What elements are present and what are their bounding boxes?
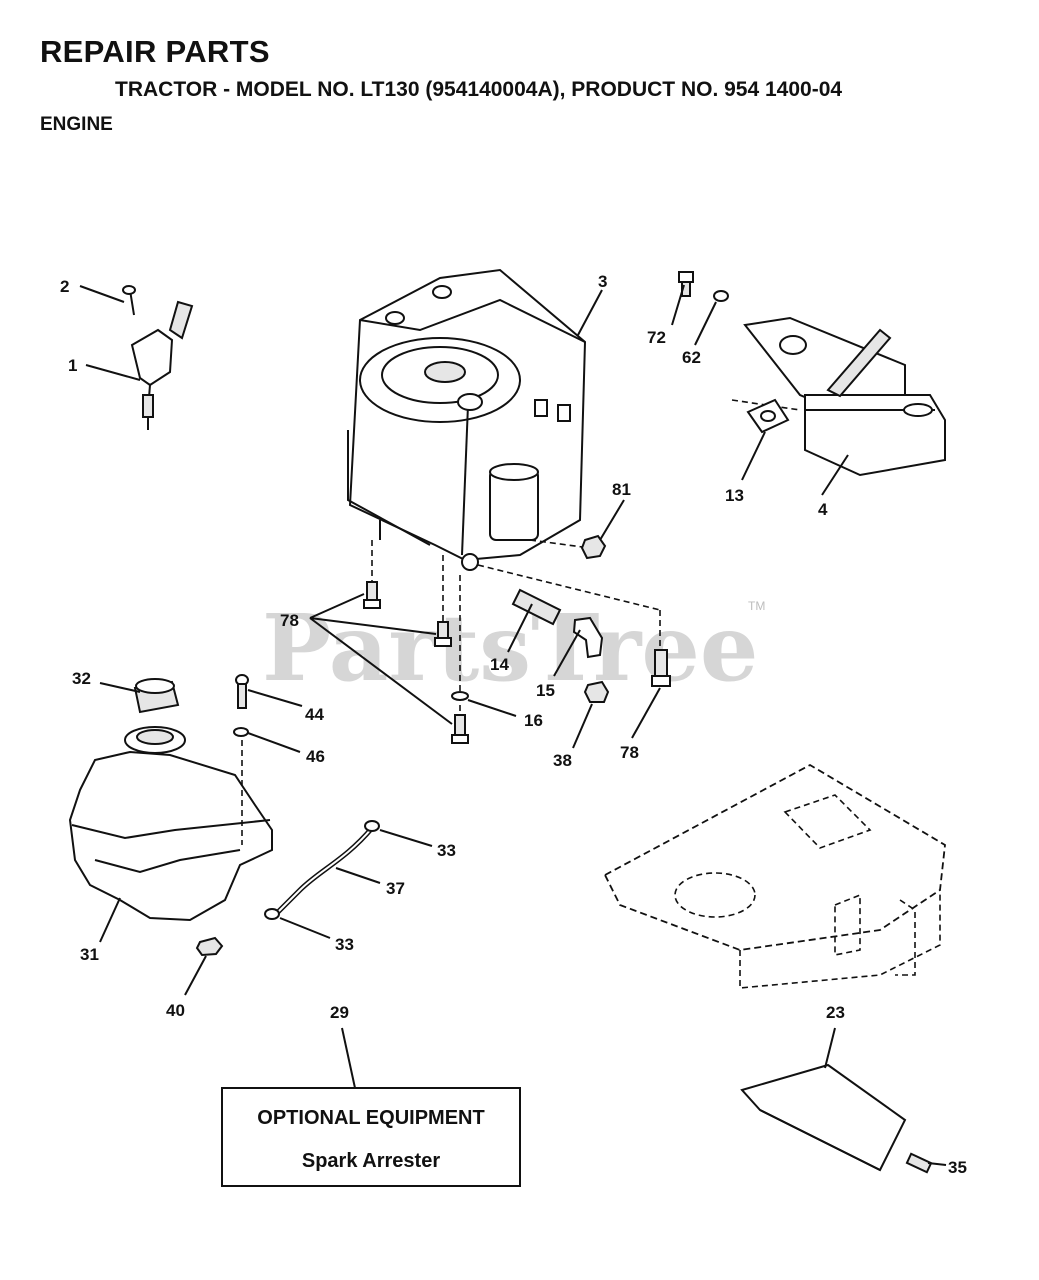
callout-81: 81 (612, 480, 631, 499)
callout-3: 3 (598, 272, 607, 291)
bolt-78-b[interactable] (434, 621, 452, 647)
washer-62[interactable] (713, 290, 729, 302)
optional-equipment-heading: OPTIONAL EQUIPMENT (257, 1107, 484, 1129)
callout-31: 31 (80, 945, 99, 964)
page-title: REPAIR PARTS (40, 34, 270, 69)
callout-78-left: 78 (280, 611, 299, 630)
cap-38[interactable] (583, 680, 610, 703)
callout-2: 2 (60, 277, 69, 296)
throttle-control-part[interactable] (122, 285, 194, 430)
callout-72: 72 (647, 328, 666, 347)
callout-35: 35 (948, 1158, 967, 1177)
callout-37: 37 (386, 879, 405, 898)
bolt-78-c[interactable] (451, 714, 469, 744)
screw-35[interactable] (905, 1152, 933, 1174)
fuel-tank-part[interactable] (68, 726, 273, 922)
bolt-78-a[interactable] (363, 581, 381, 609)
grommet-40[interactable] (195, 936, 224, 957)
leader-lines (79, 284, 947, 1166)
callout-38: 38 (553, 751, 572, 770)
callout-23: 23 (826, 1003, 845, 1022)
washer-46[interactable] (233, 727, 249, 737)
drain-pipe-14[interactable] (511, 588, 562, 626)
callout-78-right: 78 (620, 743, 639, 762)
callout-62: 62 (682, 348, 701, 367)
clamp-33-top[interactable] (364, 820, 380, 832)
watermark-tm: TM (748, 599, 765, 613)
callout-14: 14 (490, 655, 509, 674)
model-subtitle: TRACTOR - MODEL NO. LT130 (954140004A), … (115, 78, 843, 101)
heat-shield-23[interactable] (740, 1063, 907, 1172)
engine-part[interactable] (347, 268, 587, 571)
bolt-78-d[interactable] (651, 649, 671, 687)
callout-1: 1 (68, 356, 77, 375)
callout-32: 32 (72, 669, 91, 688)
nut-81[interactable] (580, 534, 607, 560)
callout-29: 29 (330, 1003, 349, 1022)
washer-16[interactable] (451, 691, 469, 701)
fuel-cap-32[interactable] (133, 678, 180, 714)
callout-15: 15 (536, 681, 555, 700)
clamp-33-bottom[interactable] (264, 908, 280, 920)
screw-44[interactable] (235, 674, 249, 709)
callout-46: 46 (306, 747, 325, 766)
callout-4: 4 (818, 500, 828, 519)
callout-40: 40 (166, 1001, 185, 1020)
callout-33-top: 33 (437, 841, 456, 860)
gasket-13[interactable] (746, 398, 790, 434)
callout-44: 44 (305, 705, 324, 724)
callout-33-bottom: 33 (335, 935, 354, 954)
elbow-15[interactable] (572, 616, 604, 659)
callout-16: 16 (524, 711, 543, 730)
optional-equipment-box: OPTIONAL EQUIPMENT Spark Arrester (221, 1087, 521, 1187)
section-label: ENGINE (40, 114, 113, 135)
optional-equipment-item: Spark Arrester (302, 1150, 440, 1172)
callout-13: 13 (725, 486, 744, 505)
frame-outline (603, 763, 946, 989)
muffler-part[interactable] (743, 316, 946, 477)
